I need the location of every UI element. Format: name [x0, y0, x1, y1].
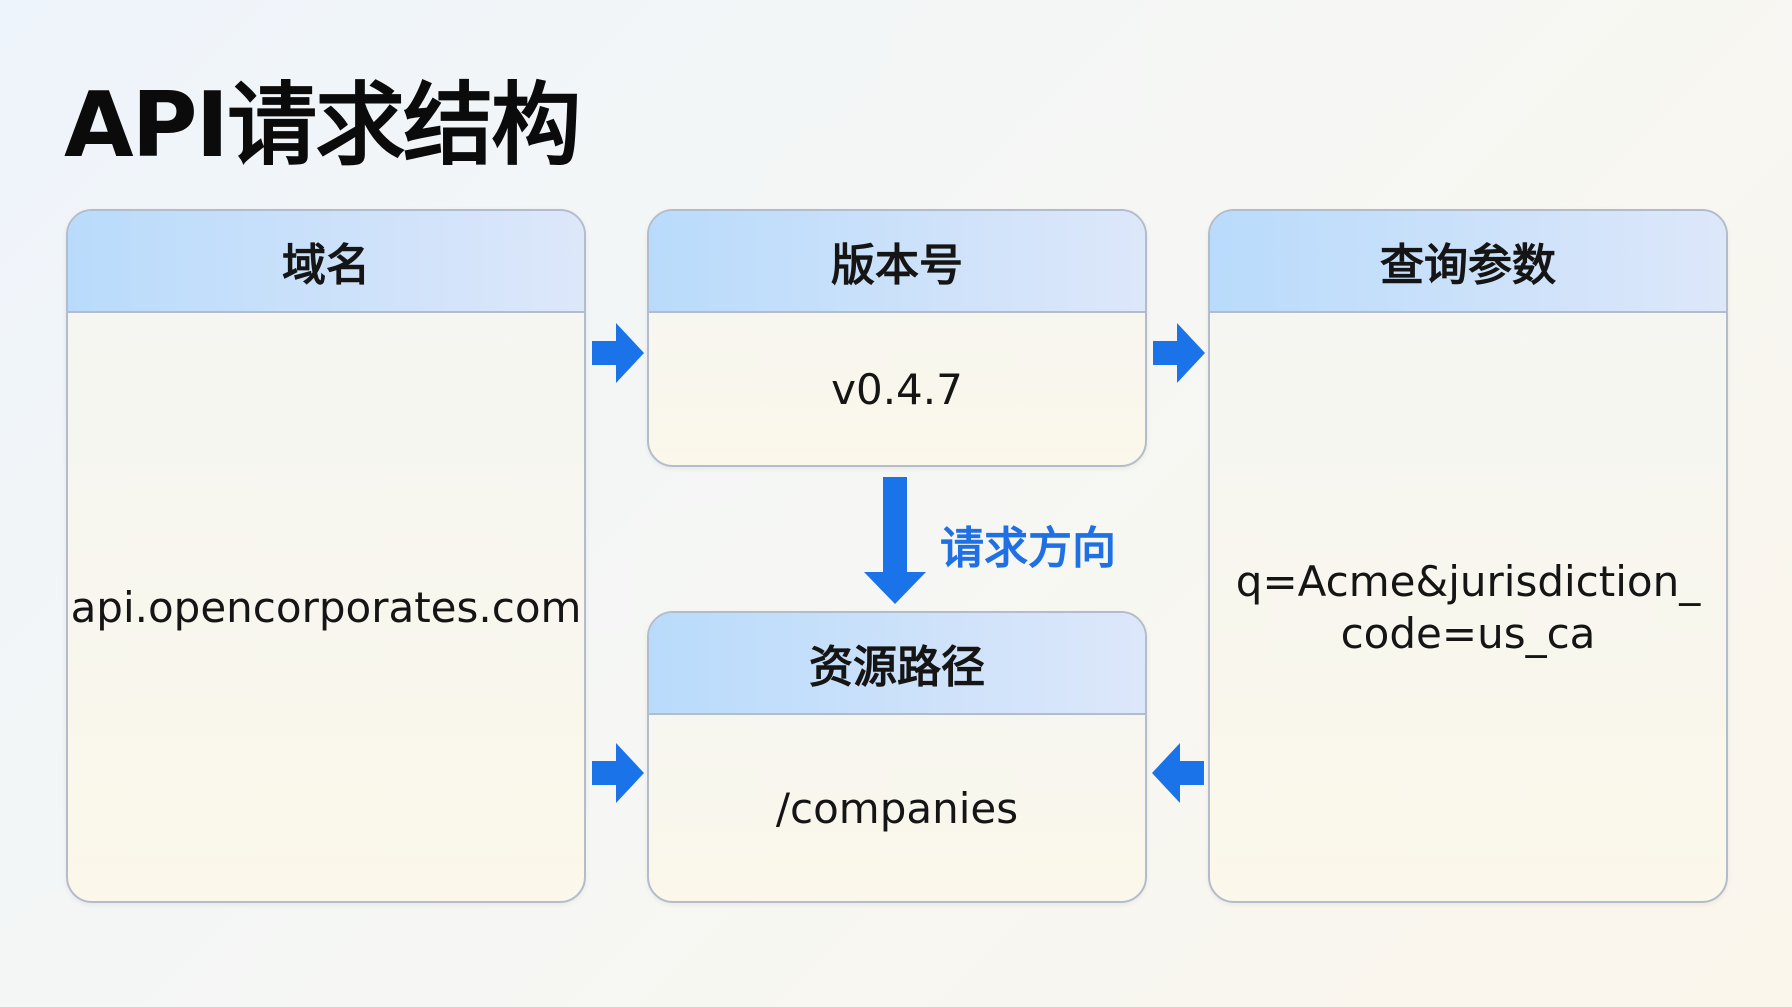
path-value: /companies — [775, 783, 1019, 833]
arrow-down-icon — [864, 477, 926, 604]
arrow-right-icon — [592, 743, 644, 803]
query-value-line1: q=Acme&jurisdiction_ — [1235, 556, 1701, 606]
direction-label: 请求方向 — [940, 523, 1116, 574]
domain-value: api.opencorporates.com — [70, 582, 582, 632]
query-value: q=Acme&jurisdiction_ code=us_ca — [1210, 315, 1726, 901]
arrow-right-icon — [1153, 323, 1205, 383]
arrow-right-icon — [592, 323, 644, 383]
query-header: 查询参数 — [1210, 211, 1726, 313]
path-header: 资源路径 — [649, 613, 1145, 715]
query-box: 查询参数 q=Acme&jurisdiction_ code=us_ca — [1208, 209, 1728, 903]
domain-box: 域名 api.opencorporates.com — [66, 209, 586, 903]
version-box: 版本号 v0.4.7 — [647, 209, 1147, 467]
version-value: v0.4.7 — [831, 364, 963, 414]
query-value-line2: code=us_ca — [1340, 609, 1596, 658]
version-header: 版本号 — [649, 211, 1145, 313]
arrow-left-icon — [1152, 743, 1204, 803]
page-title: API请求结构 — [64, 73, 581, 178]
path-box: 资源路径 /companies — [647, 611, 1147, 903]
domain-header: 域名 — [68, 211, 584, 313]
